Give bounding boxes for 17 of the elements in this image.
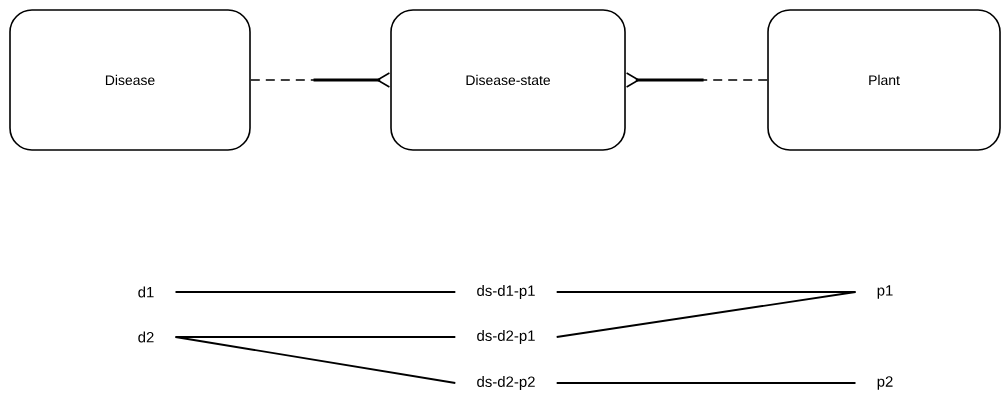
entity-box: Plant bbox=[767, 9, 1001, 151]
connector-line bbox=[174, 291, 457, 293]
instance-label: ds-d2-p2 bbox=[477, 376, 535, 390]
instance-label: p2 bbox=[877, 376, 893, 390]
connector-line bbox=[555, 291, 857, 293]
instance-label: p1 bbox=[877, 285, 893, 299]
entity-box: Disease-state bbox=[390, 9, 626, 151]
instance-label: ds-d2-p1 bbox=[477, 330, 535, 344]
instance-label: d2 bbox=[138, 331, 154, 343]
entity-box: Disease bbox=[9, 9, 251, 151]
instance-label: d1 bbox=[138, 286, 154, 298]
connector-line bbox=[174, 336, 457, 384]
connector-line bbox=[555, 382, 857, 384]
relationship-line bbox=[625, 72, 768, 88]
relationship-line bbox=[250, 72, 391, 88]
connector-line bbox=[555, 291, 857, 338]
instance-label: ds-d1-p1 bbox=[477, 285, 535, 299]
